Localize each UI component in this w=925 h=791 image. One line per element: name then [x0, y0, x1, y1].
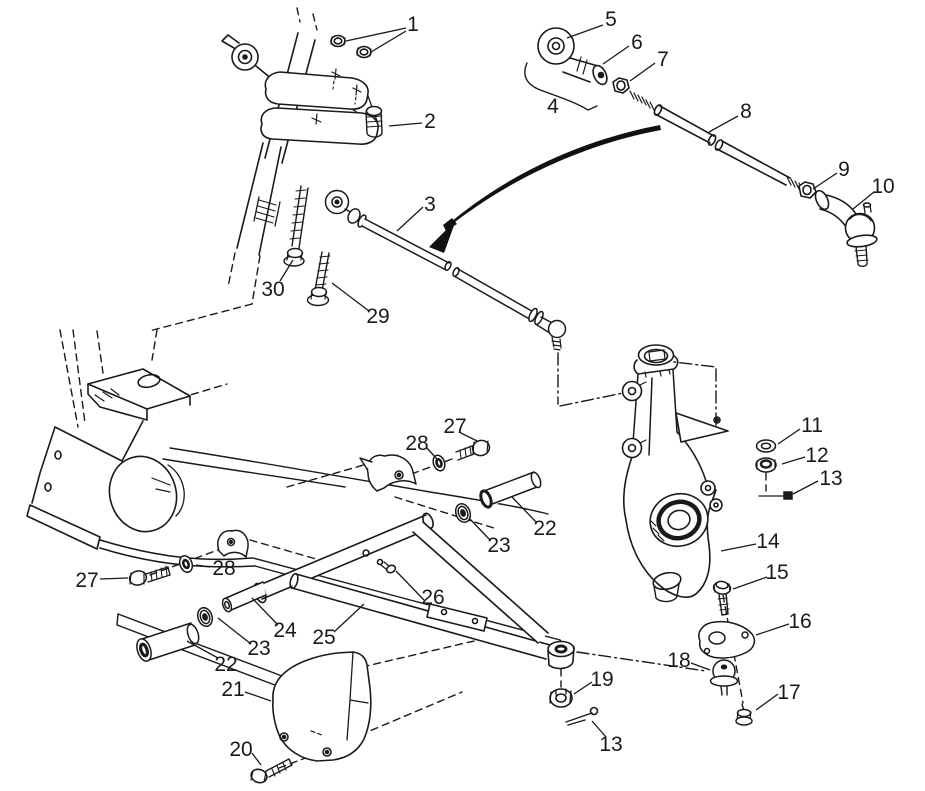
construction-lines	[59, 7, 767, 769]
callout-leader-21	[244, 691, 272, 702]
callout-leader-30	[279, 259, 294, 282]
balljoint-art	[698, 580, 756, 726]
callout-layer: 1234567891011121314151617181913202122232…	[75, 8, 895, 766]
callout-leader-27r	[458, 431, 478, 442]
callout-label-18: 18	[667, 649, 690, 672]
flow-arrow	[429, 125, 661, 253]
callout-leader-23r	[468, 517, 491, 541]
callout-label-26: 26	[421, 586, 444, 609]
callout-label-19: 19	[590, 668, 613, 691]
callout-leader-16	[755, 623, 790, 636]
callout-label-20: 20	[229, 738, 252, 761]
callout-leader-28r	[425, 446, 438, 460]
callout-label-3: 3	[424, 193, 436, 216]
callout-label-1: 1	[407, 13, 419, 36]
callout-label-30: 30	[261, 278, 284, 301]
callout-leader-22r	[511, 496, 537, 523]
callout-leader-26	[395, 570, 425, 601]
guard-art	[250, 651, 372, 784]
callout-label-22r: 22	[533, 517, 556, 540]
callout-label-11: 11	[801, 414, 823, 437]
callout-leader-10	[852, 191, 875, 210]
callout-leader-1	[370, 30, 407, 53]
callout-leader-5	[566, 24, 604, 39]
callout-leader-29	[331, 282, 370, 312]
callout-label-6: 6	[631, 31, 643, 54]
callout-leader-19	[573, 681, 593, 695]
callout-leader-28l	[195, 564, 211, 568]
callout-label-4: 4	[547, 95, 559, 118]
callout-label-23r: 23	[487, 534, 510, 557]
axis-lines	[557, 352, 717, 672]
callout-label-9: 9	[838, 158, 850, 181]
callout-leader-18	[690, 662, 711, 671]
callout-label-22l: 22	[214, 653, 237, 676]
callout-label-2: 2	[424, 110, 436, 133]
callout-leader-1	[345, 27, 407, 42]
callout-leader-15	[732, 576, 768, 590]
callout-label-25: 25	[312, 626, 335, 649]
callout-leader-20	[251, 752, 262, 766]
callout-leader-7	[629, 62, 656, 82]
callout-label-21: 21	[221, 678, 244, 701]
callout-label-12: 12	[805, 444, 828, 467]
callout-label-17: 17	[777, 681, 800, 704]
callout-leader-13b	[591, 720, 607, 738]
bolts-art	[283, 185, 331, 307]
callout-label-14: 14	[756, 530, 780, 553]
callout-leader-27l	[99, 577, 129, 580]
callout-label-13r: 13	[819, 467, 842, 490]
callout-label-23l: 23	[247, 637, 270, 660]
callout-label-24: 24	[273, 619, 297, 642]
a-arm-art	[253, 512, 599, 726]
callout-label-27r: 27	[443, 415, 466, 438]
callout-label-5: 5	[605, 8, 617, 31]
callout-leader-9	[812, 172, 838, 190]
callout-label-7: 7	[657, 48, 669, 71]
callout-label-27l: 27	[75, 569, 98, 592]
callout-label-28l: 28	[212, 557, 235, 580]
callout-leader-6	[602, 45, 630, 65]
callout-leader-3	[396, 206, 424, 232]
stud-hardware-art	[755, 439, 793, 500]
callout-leader-11	[777, 428, 801, 445]
callout-leader-2	[388, 122, 423, 127]
tie-rod-art	[324, 189, 567, 351]
callout-label-10: 10	[871, 175, 894, 198]
callout-leader-8	[708, 115, 739, 133]
callout-leader-14	[720, 543, 757, 552]
callout-label-29: 29	[366, 305, 389, 328]
callout-leader-13r	[792, 480, 819, 495]
callout-label-15: 15	[765, 561, 788, 584]
callout-leader-25	[333, 603, 365, 633]
callout-leader-22l	[186, 640, 219, 659]
callout-label-8: 8	[740, 100, 752, 123]
callout-leader-23l	[217, 617, 252, 645]
callout-leader-12	[781, 456, 806, 465]
callout-label-28r: 28	[405, 432, 428, 455]
steering-post-art	[221, 32, 383, 256]
callout-leader-17	[755, 693, 779, 711]
knuckle-art	[621, 344, 729, 603]
tie-rod-assembly-art	[524, 27, 878, 268]
callout-leader-24	[251, 597, 279, 626]
callout-label-13b: 13	[599, 733, 622, 756]
pivot-hardware-art	[128, 439, 542, 662]
callout-label-16: 16	[788, 610, 811, 633]
